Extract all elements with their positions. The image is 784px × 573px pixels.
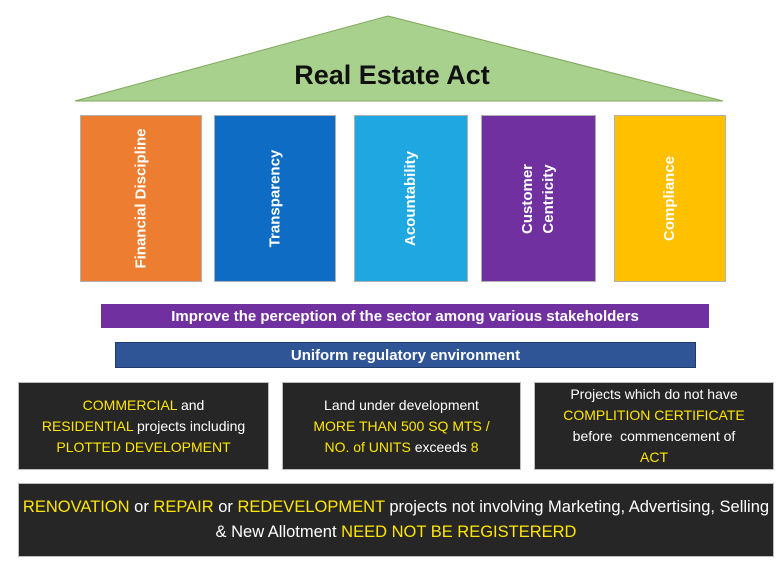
pillar-financial-discipline: Financial Discipline	[80, 115, 202, 282]
or-text-2: or	[213, 498, 238, 516]
perception-bar: Improve the perception of the sector amo…	[101, 304, 709, 328]
eight-text: 8	[470, 438, 479, 455]
need-not-text: NEED NOT BE REGISTERERD	[341, 523, 577, 541]
roof-triangle	[74, 15, 724, 102]
pillar-label: Compliance	[661, 155, 679, 242]
regulatory-bar-label: Uniform regulatory environment	[290, 346, 521, 364]
pillar-customer-centricity: Customer Centricity	[481, 115, 596, 282]
land-text: Land under development	[324, 396, 479, 413]
projects-including-text: projects including	[133, 417, 246, 434]
or-text-1: or	[129, 498, 154, 516]
certificate-text: COMPLITION CERTIFICATE	[563, 407, 745, 423]
more-than-text: MORE THAN 500 SQ MTS /	[313, 417, 490, 434]
exceeds-text: exceeds	[410, 438, 471, 455]
pillar-label: Transparency	[266, 149, 284, 248]
pillar-compliance: Compliance	[614, 115, 726, 282]
regulatory-bar: Uniform regulatory environment	[115, 342, 696, 368]
perception-bar-label: Improve the perception of the sector amo…	[171, 307, 639, 325]
pillar-label: Customer Centricity	[519, 163, 558, 234]
exemption-box: RENOVATION or REPAIR or REDEVELOPMENT pr…	[18, 483, 774, 557]
scope-box-land: Land under development MORE THAN 500 SQ …	[282, 382, 521, 470]
projects-text: Projects which do not have	[570, 386, 738, 402]
commercial-text: COMMERCIAL	[82, 396, 178, 413]
before-text: before commencement of	[572, 428, 736, 444]
exemption-rest-text: projects not involving Marketing, Advert…	[215, 498, 770, 541]
scope-box-completion: Projects which do not have COMPLITION CE…	[534, 382, 774, 470]
pillar-label: Acountability	[402, 150, 420, 247]
redevelopment-text: REDEVELOPMENT	[237, 498, 385, 516]
residential-text: RESIDENTIAL	[41, 417, 134, 434]
pillar-label: Financial Discipline	[132, 128, 150, 269]
act-text: ACT	[640, 449, 668, 465]
pillar-transparency: Transparency	[214, 115, 336, 282]
renovation-text: RENOVATION	[22, 498, 130, 516]
and-text: and	[177, 396, 205, 413]
no-of-units-text: NO. of UNITS	[324, 438, 411, 455]
repair-text: REPAIR	[153, 498, 214, 516]
pillar-accountability: Acountability	[354, 115, 468, 282]
plotted-development-text: PLOTTED DEVELOPMENT	[56, 438, 231, 455]
diagram-title: Real Estate Act	[294, 60, 490, 90]
scope-box-commercial: COMMERCIAL and RESIDENTIAL projects incl…	[18, 382, 269, 470]
